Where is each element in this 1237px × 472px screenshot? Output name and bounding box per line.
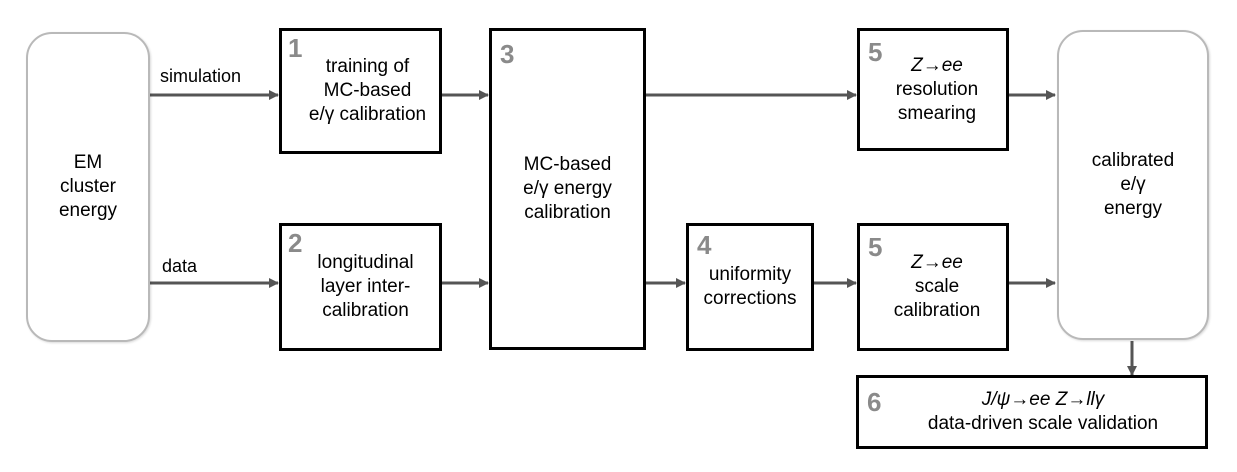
source-line: cluster (60, 176, 116, 197)
output-line: calibrated (1091, 150, 1175, 171)
box-4-uniformity: 4 uniformity corrections (686, 223, 814, 351)
box-line: resolution (895, 78, 979, 100)
box-line: uniformity (708, 264, 792, 285)
box-5-resolution-smearing: 5 Z→ee resolution smearing (857, 28, 1009, 151)
box-line: e/γ calibration (308, 104, 427, 125)
output-line: e/γ (1120, 174, 1146, 195)
box-line: longitudinal (317, 252, 414, 273)
output-calibrated-energy: calibrated e/γ energy (1057, 30, 1209, 340)
simulation-label: simulation (160, 66, 242, 86)
box-5-scale-calibration: 5 Z→ee scale calibration (857, 223, 1009, 351)
box-2-intercalibration: 2 longitudinal layer inter- calibration (279, 223, 442, 351)
box-line: calibration (322, 300, 409, 321)
box-number: 5 (868, 232, 883, 262)
box-line: MC-based (323, 80, 412, 101)
box-title: Z→ee (911, 54, 963, 76)
box-number: 3 (500, 39, 515, 69)
box-number: 6 (867, 387, 882, 417)
box-6-validation: 6 J/ψ→ee Z→llγ data-driven scale validat… (856, 375, 1208, 449)
box-line: data-driven scale validation (927, 413, 1159, 434)
box-line: layer inter- (320, 276, 411, 297)
box-line: training of (325, 56, 410, 77)
box-line: smearing (897, 102, 977, 124)
data-label: data (162, 256, 198, 276)
box-number: 5 (868, 37, 883, 67)
box-line: calibration (893, 300, 981, 321)
box-number: 4 (697, 230, 712, 260)
box-line: MC-based (523, 154, 612, 175)
box-line: calibration (524, 202, 611, 223)
box-line: scale (914, 276, 960, 297)
box-line: corrections (703, 288, 797, 309)
source-em-cluster-energy: EM cluster energy (26, 32, 150, 342)
source-line: EM (73, 152, 103, 173)
source-line: energy (58, 200, 118, 221)
box-3-mc-calibration: 3 MC-based e/γ energy calibration (489, 28, 646, 350)
box-number: 1 (288, 33, 303, 63)
output-line: energy (1103, 198, 1163, 219)
box-number: 2 (288, 228, 303, 258)
box-title: Z→ee (911, 252, 963, 273)
box-1-training: 1 training of MC-based e/γ calibration (279, 28, 442, 154)
box-line: e/γ energy (523, 178, 612, 199)
box-title: J/ψ→ee Z→llγ (981, 389, 1105, 410)
